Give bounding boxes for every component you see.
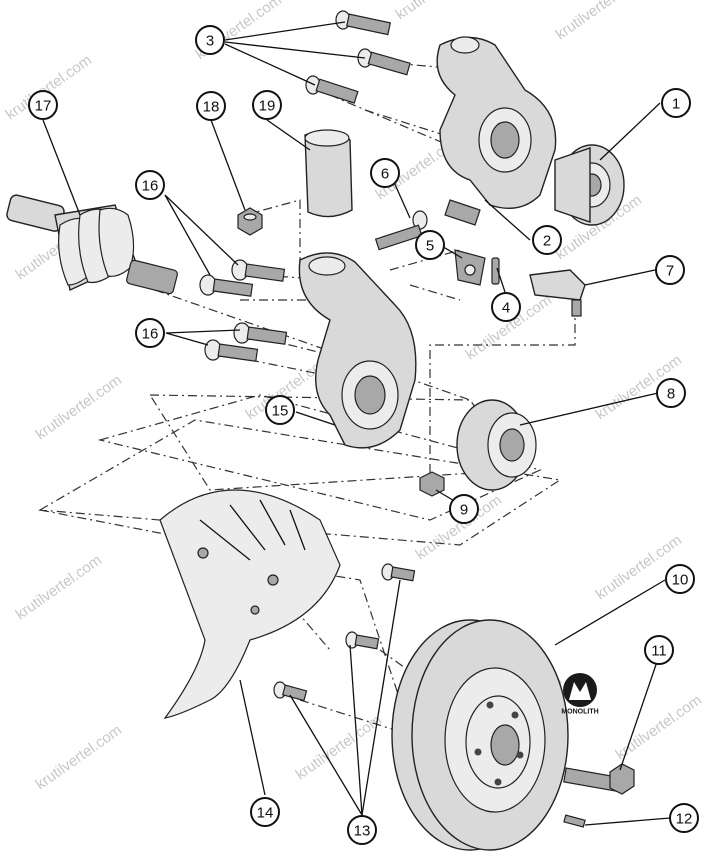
callout-12: 12 (669, 803, 699, 833)
callout-19: 19 (252, 90, 282, 120)
callout-10: 10 (665, 564, 695, 594)
tie-rod-end-7 (529, 269, 586, 317)
steering-knuckle-upper (436, 36, 557, 226)
callout-3: 3 (195, 25, 225, 55)
callout-circle (656, 378, 686, 408)
callout-number: 3 (206, 33, 214, 50)
callout-number: 6 (381, 166, 389, 183)
callout-7: 7 (655, 255, 685, 285)
callout-circle (196, 91, 226, 121)
logo-text: MONOLITH (561, 709, 598, 716)
watermark-text: krutilvertel.com (33, 372, 125, 444)
callout-4: 4 (491, 292, 521, 322)
callout-15: 15 (265, 395, 295, 425)
callout-number: 8 (667, 386, 675, 403)
nut-9 (419, 471, 445, 497)
callout-circle (252, 90, 282, 120)
bolts-13 (273, 563, 416, 702)
nut-18 (237, 207, 263, 236)
callout-number: 19 (259, 98, 276, 115)
callout-circle (644, 635, 674, 665)
callout-circle (491, 292, 521, 322)
callout-number: 16 (142, 178, 159, 195)
callout-number: 1 (672, 96, 680, 113)
callout-circle (655, 255, 685, 285)
wheel-bearing-8 (456, 399, 537, 491)
callout-circle (250, 797, 280, 827)
callout-number: 11 (651, 643, 667, 660)
callout-number: 5 (426, 238, 434, 255)
callout-number: 2 (543, 233, 551, 250)
callout-16a: 16 (135, 170, 165, 200)
wheel-hub-flange (554, 144, 625, 226)
callout-circle (265, 395, 295, 425)
callout-5: 5 (415, 230, 445, 260)
callout-circle (415, 230, 445, 260)
watermark-text: krutilvertel.com (13, 552, 105, 624)
callout-circle (449, 494, 479, 524)
callout-number: 4 (502, 300, 510, 317)
callout-circle (28, 90, 58, 120)
callout-circle (661, 88, 691, 118)
drive-shaft-cv-joint (6, 194, 178, 295)
callout-circle (135, 170, 165, 200)
callout-number: 16 (142, 326, 159, 343)
steering-knuckle-15 (298, 252, 417, 449)
leader-lines (42, 21, 671, 826)
watermark-text: krutilvertel.com (393, 0, 485, 23)
callout-1: 1 (661, 88, 691, 118)
watermark-text: krutilvertel.com (553, 0, 645, 43)
sleeve-19 (304, 129, 353, 218)
screw-4 (491, 257, 500, 285)
watermark-text: krutilvertel.com (33, 722, 125, 794)
callout-14: 14 (250, 797, 280, 827)
callout-number: 13 (354, 823, 371, 840)
callout-2: 2 (532, 225, 562, 255)
callout-6: 6 (370, 158, 400, 188)
callout-circle (370, 158, 400, 188)
callout-number: 15 (272, 403, 289, 420)
brake-shield-14 (159, 489, 341, 719)
callout-circle (347, 815, 377, 845)
abs-sensor-5 (454, 249, 486, 286)
brake-disc-10 (391, 619, 569, 851)
callout-number: 9 (460, 502, 468, 519)
callout-circle (669, 803, 699, 833)
callout-18: 18 (196, 91, 226, 121)
callout-circle (195, 25, 225, 55)
callout-number: 18 (203, 99, 220, 116)
bolts-3 (305, 10, 411, 104)
bolt-11 (563, 763, 635, 795)
screw-12 (563, 814, 586, 828)
callout-number: 7 (666, 263, 674, 280)
callout-8: 8 (656, 378, 686, 408)
callout-9: 9 (449, 494, 479, 524)
callout-number: 10 (672, 572, 689, 589)
callout-11: 11 (644, 635, 674, 665)
monolith-logo: MONOLITH (561, 673, 599, 716)
callout-16b: 16 (135, 318, 165, 348)
bolts-16 (199, 259, 288, 362)
callout-circle (135, 318, 165, 348)
callout-number: 14 (257, 805, 274, 822)
callout-circle (665, 564, 695, 594)
callout-number: 17 (35, 98, 52, 115)
callout-17: 17 (28, 90, 58, 120)
callout-number: 12 (676, 811, 693, 828)
callout-circle (532, 225, 562, 255)
callout-13: 13 (347, 815, 377, 845)
bolt-6 (374, 210, 428, 251)
